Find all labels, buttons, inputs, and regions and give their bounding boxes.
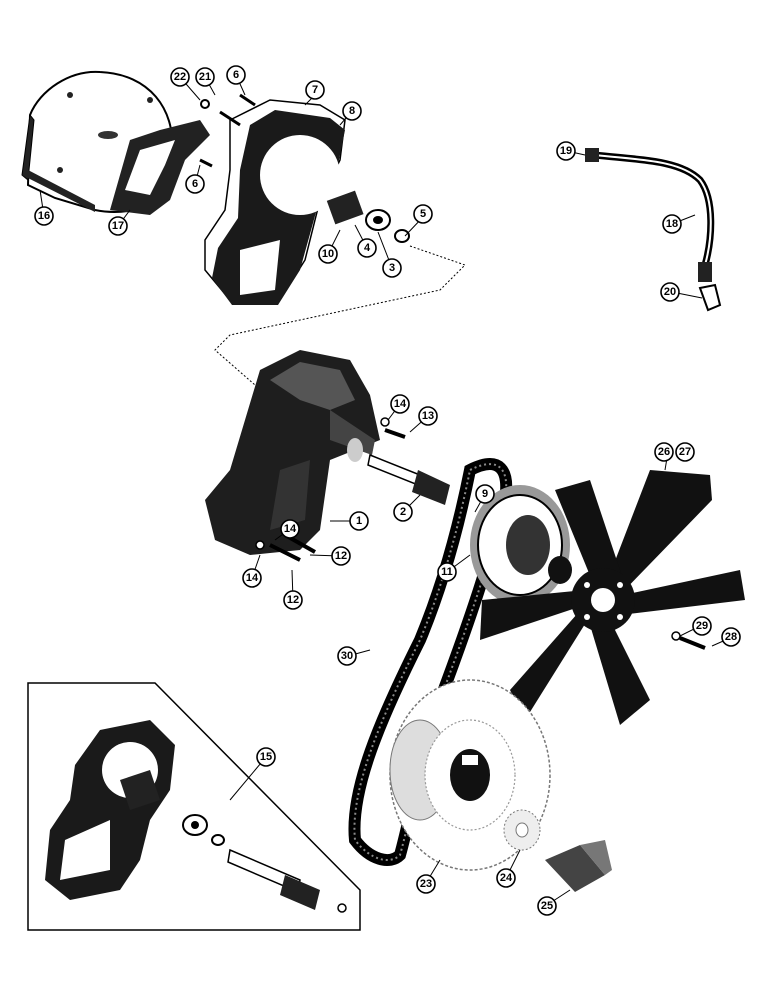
callout-7-label: 7 [312, 84, 318, 96]
bypass-hose-part [585, 148, 722, 312]
callout-3: 3 [382, 258, 402, 278]
callout-29: 29 [692, 616, 712, 636]
callout-28: 28 [721, 627, 741, 647]
pump-impeller-parts [326, 190, 410, 243]
callout-16: 16 [34, 206, 54, 226]
callout-4-label: 4 [364, 242, 371, 254]
callout-30-label: 30 [341, 650, 353, 662]
water-pump-body-part [205, 350, 380, 555]
callout-23: 23 [416, 874, 436, 894]
callout-25: 25 [537, 896, 557, 916]
callout-29-label: 29 [696, 620, 708, 632]
callout-24: 24 [496, 868, 516, 888]
callout-1: 1 [349, 511, 369, 531]
callout-11: 11 [437, 562, 457, 582]
callout-14-lower-label: 14 [246, 572, 259, 584]
pulley-washer-part [503, 809, 541, 851]
callout-14-lower: 14 [242, 568, 262, 588]
callout-30: 30 [337, 646, 357, 666]
timing-cover-gasket-part [110, 120, 210, 215]
callout-11-label: 11 [441, 566, 453, 578]
callout-18: 18 [662, 214, 682, 234]
callout-6-mid: 6 [185, 174, 205, 194]
callout-21-label: 21 [199, 71, 211, 83]
callout-5-label: 5 [420, 208, 426, 220]
callout-5: 5 [413, 204, 433, 224]
callout-20: 20 [660, 282, 680, 302]
callout-18-label: 18 [666, 218, 678, 230]
callout-6-top-label: 6 [233, 69, 239, 81]
callout-16-label: 16 [38, 210, 50, 222]
callout-6-mid-label: 6 [192, 178, 198, 190]
callout-6-top: 6 [226, 65, 246, 85]
callout-8: 8 [342, 101, 362, 121]
callout-17-label: 17 [112, 220, 124, 232]
callout-4: 4 [357, 238, 377, 258]
callout-19: 19 [556, 141, 576, 161]
callout-17: 17 [108, 216, 128, 236]
callout-1-label: 1 [356, 515, 362, 527]
callout-22-label: 22 [174, 71, 186, 83]
callout-20-label: 20 [664, 286, 676, 298]
callout-14-mid: 14 [280, 519, 300, 539]
callout-7: 7 [305, 80, 325, 100]
pulley-bolt-part [545, 840, 612, 892]
callout-15-label: 15 [260, 751, 272, 763]
callout-19-label: 19 [560, 145, 572, 157]
callout-2-label: 2 [400, 506, 406, 518]
callout-13: 13 [418, 406, 438, 426]
callout-22: 22 [170, 67, 190, 87]
callout-10: 10 [318, 244, 338, 264]
callout-14-upper: 14 [390, 394, 410, 414]
callout-24-label: 24 [500, 872, 513, 884]
fan-pulley-part [470, 485, 572, 605]
fan-blade-part [480, 470, 745, 725]
callout-26-label: 26 [658, 446, 670, 458]
callout-3-label: 3 [389, 262, 395, 274]
callout-12-bottom: 12 [283, 590, 303, 610]
inset-shaft-parts [182, 814, 347, 913]
callout-9-label: 9 [482, 488, 488, 500]
callout-27: 27 [675, 442, 695, 462]
callout-27-label: 27 [679, 446, 691, 458]
callout-14-mid-label: 14 [284, 523, 297, 535]
cover-bolts [199, 93, 256, 168]
callout-12-bottom-label: 12 [287, 594, 299, 606]
callout-28-label: 28 [725, 631, 737, 643]
callout-26: 26 [654, 442, 674, 462]
callout-12-right: 12 [331, 546, 351, 566]
callout-2: 2 [393, 502, 413, 522]
callout-12-right-label: 12 [335, 550, 347, 562]
callout-23-label: 23 [420, 878, 432, 890]
callout-14-upper-label: 14 [394, 398, 407, 410]
callout-13-label: 13 [422, 410, 434, 422]
callout-10-label: 10 [322, 248, 334, 260]
callout-8-label: 8 [349, 105, 355, 117]
pump-shaft-part [255, 417, 450, 562]
pump-cover-gasket-part [204, 99, 346, 305]
callout-25-label: 25 [541, 900, 553, 912]
callout-15: 15 [256, 747, 276, 767]
callout-21: 21 [195, 67, 215, 87]
inset-pump-gasket-part [45, 720, 175, 900]
callout-9: 9 [475, 484, 495, 504]
